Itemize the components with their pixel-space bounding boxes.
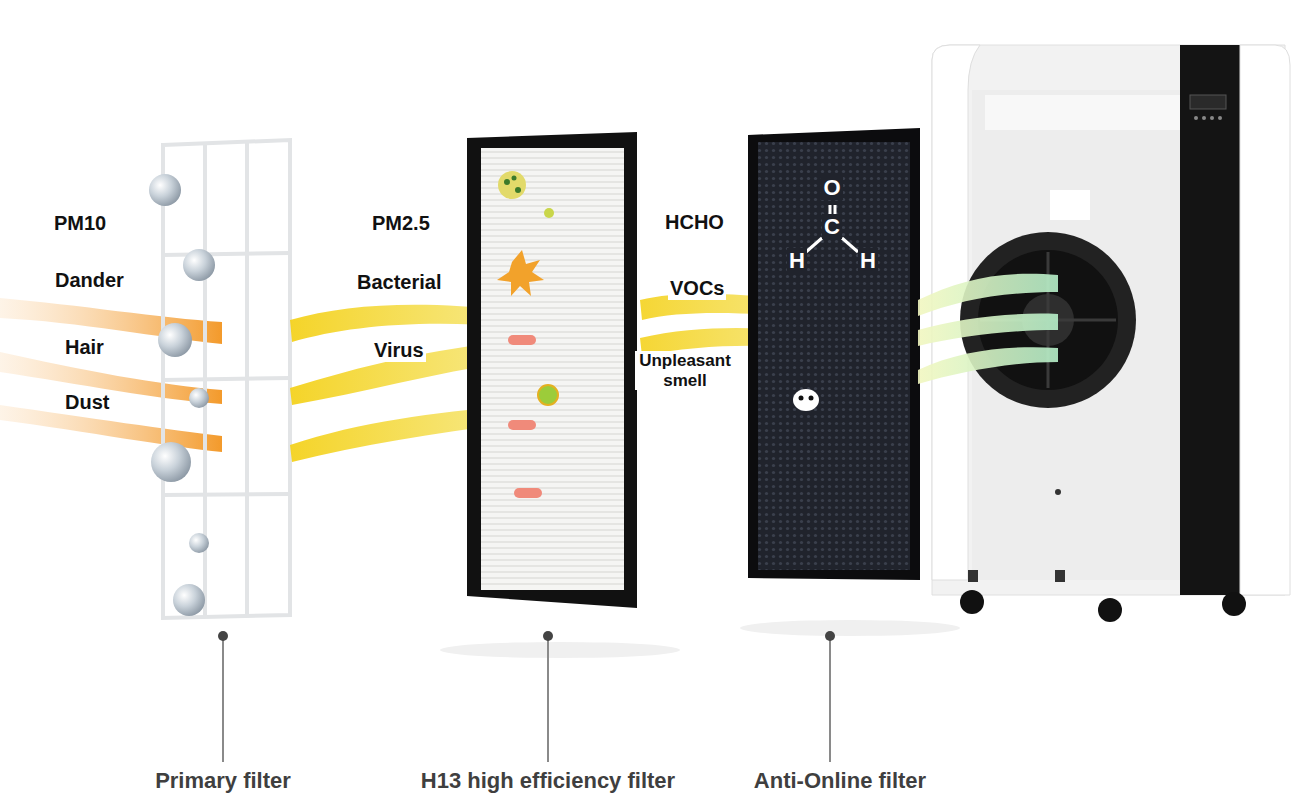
pollutant-label: VOCs [668,277,726,300]
atom-symbol: O [821,175,842,200]
atom-symbol: H [787,248,807,273]
part-name: Anti-Online filter [752,768,928,793]
pollutant-label: HCHO [663,211,726,234]
atom-symbol: C [822,214,842,239]
pollutant-label: PM10 [52,212,108,235]
part-name: Primary filter [153,768,293,793]
pollutant-label: Virus [372,339,426,362]
atom-symbol: H [858,248,878,273]
pollutant-label: Unpleasant smell [635,351,735,390]
pollutant-label: PM2.5 [370,212,432,235]
pollutant-label: Bacterial [355,271,444,294]
pollutant-label: Dander [53,269,126,292]
part-name: H13 high efficiency filter [419,768,677,793]
pollutant-label: Dust [63,391,111,414]
pollutant-label: Hair [63,336,106,359]
